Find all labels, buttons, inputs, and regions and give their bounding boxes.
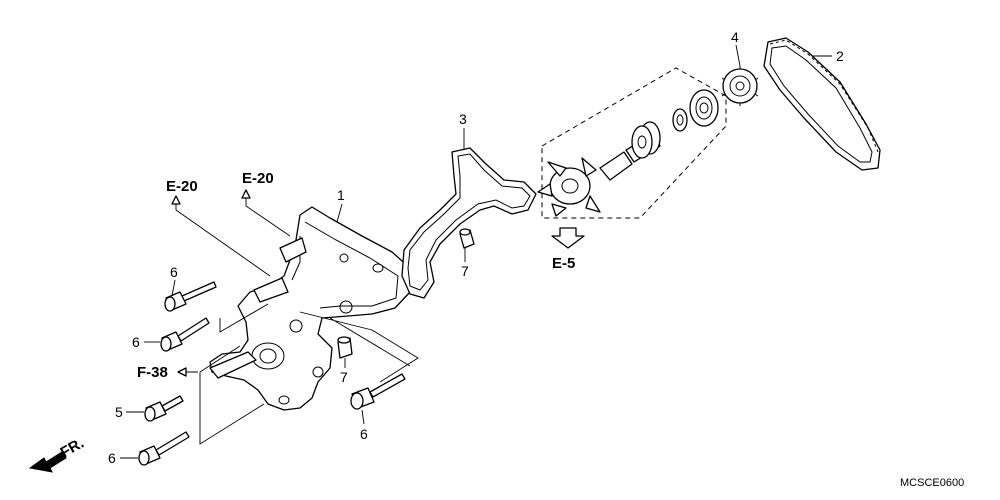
drive-chain-part-2 bbox=[763, 37, 881, 171]
mechanical-seal bbox=[631, 121, 661, 159]
dowel-pin-lower-part-7 bbox=[337, 336, 353, 359]
callout-6-mid: 6 bbox=[132, 334, 140, 350]
bolt-5 bbox=[144, 395, 184, 422]
callout-6-bottom-right: 6 bbox=[360, 426, 368, 442]
bearing bbox=[689, 89, 719, 127]
callout-3: 3 bbox=[459, 111, 467, 127]
front-direction-arrow bbox=[28, 451, 67, 473]
pump-cover-part-1 bbox=[209, 206, 411, 411]
gasket-part-3 bbox=[401, 147, 537, 299]
reference-f38: F-38 bbox=[137, 364, 168, 381]
bolt-6-mid bbox=[160, 317, 210, 352]
e5-reference-arrow bbox=[551, 227, 585, 249]
reference-e20-left: E-20 bbox=[166, 178, 198, 195]
callout-6-bottom-left: 6 bbox=[108, 450, 116, 466]
callout-7-upper: 7 bbox=[461, 263, 469, 279]
callout-4: 4 bbox=[731, 29, 739, 45]
bolt-6-top bbox=[164, 281, 217, 312]
callout-7-lower: 7 bbox=[340, 369, 348, 385]
dowel-pin-upper-part-7 bbox=[459, 228, 475, 249]
callout-2: 2 bbox=[836, 48, 844, 64]
oil-seal bbox=[672, 108, 688, 132]
diagram-code: MCSCE0600 bbox=[900, 477, 964, 489]
pump-shaft-group-outline bbox=[541, 67, 727, 219]
bolt-bracket-lines bbox=[199, 303, 419, 445]
callout-5: 5 bbox=[115, 404, 123, 420]
callout-1: 1 bbox=[337, 187, 345, 203]
reference-e20-right: E-20 bbox=[242, 170, 274, 187]
callout-6-top: 6 bbox=[170, 264, 178, 280]
sprocket-part-4 bbox=[721, 66, 759, 106]
reference-e5: E-5 bbox=[552, 255, 575, 272]
bolt-6-bottom-right bbox=[350, 373, 406, 410]
bolt-6-bottom-left bbox=[138, 431, 190, 466]
